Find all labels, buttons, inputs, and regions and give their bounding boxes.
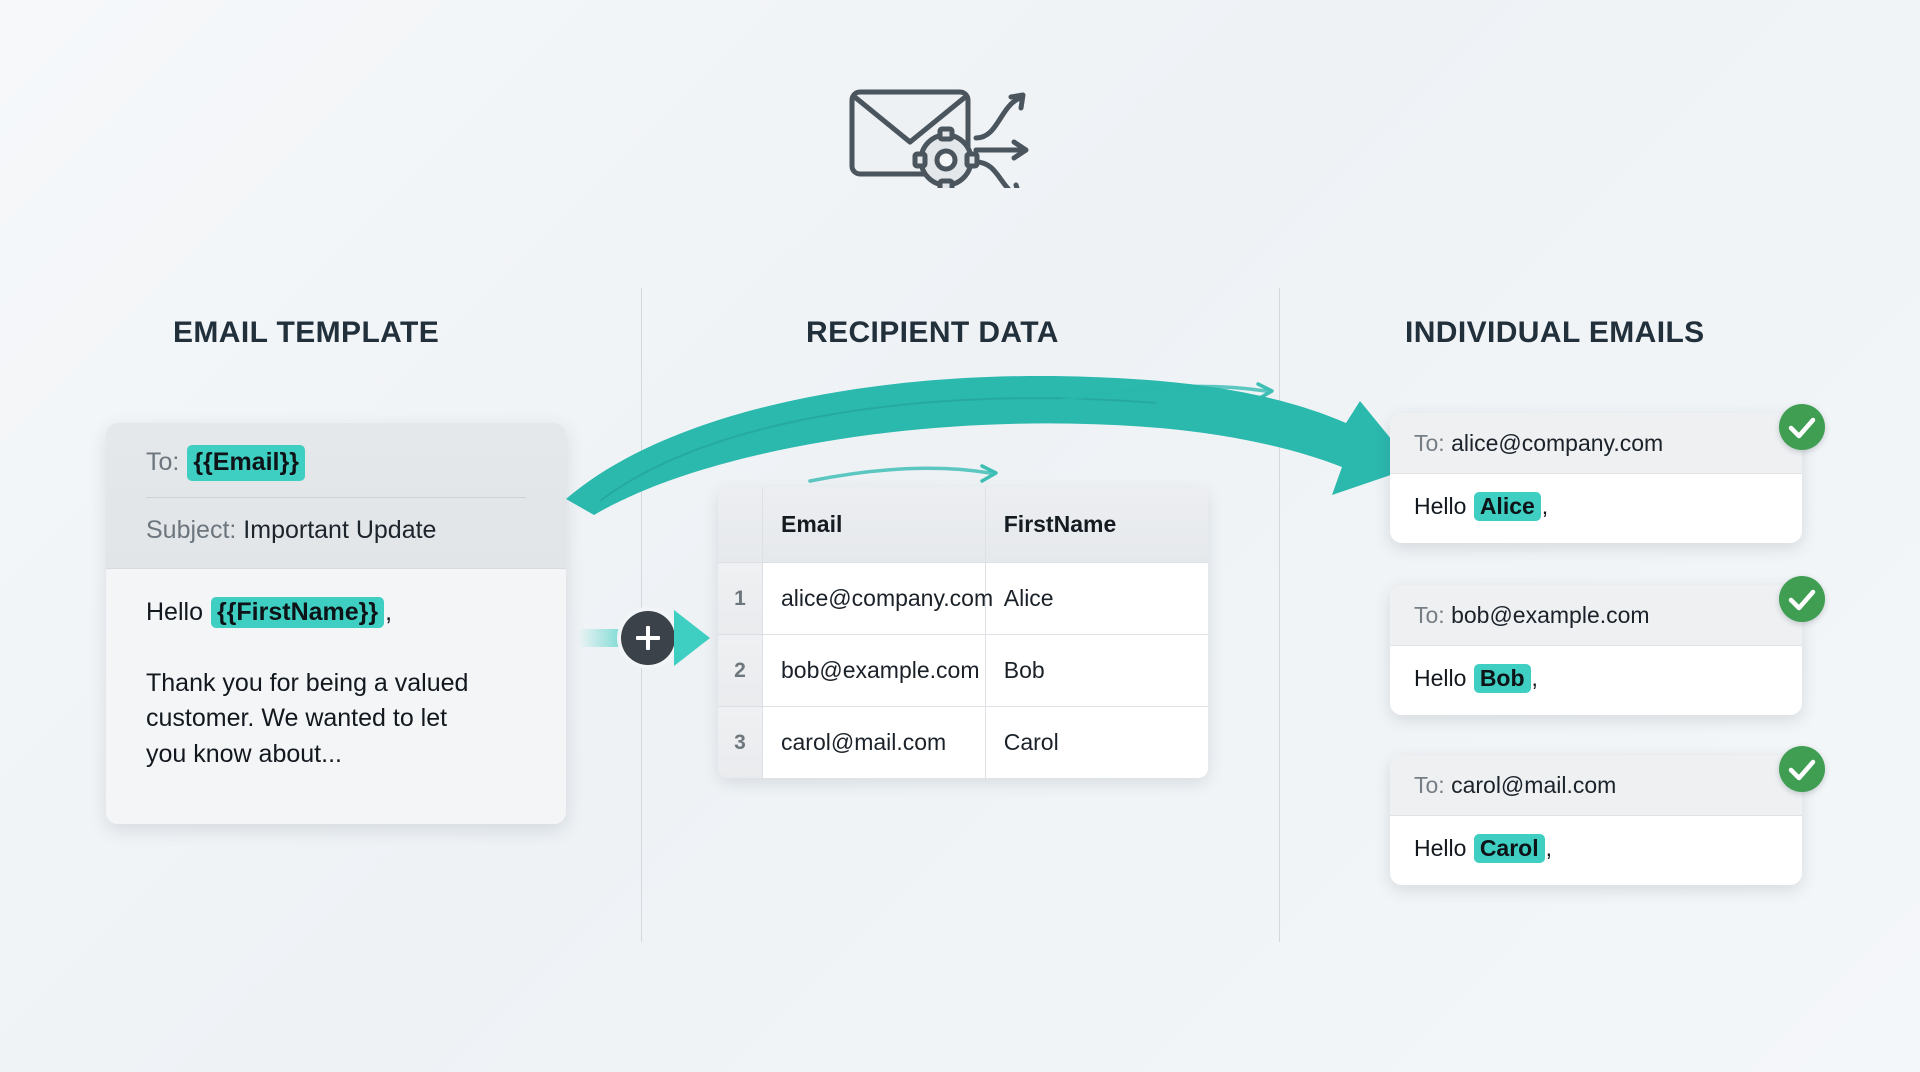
sent-check-icon [1779, 746, 1825, 792]
connector-arrow-icon [674, 610, 710, 666]
output-card-body: Hello Alice, [1390, 474, 1802, 543]
table-header-rownum [718, 487, 763, 563]
output-card-header: To: carol@mail.com [1390, 755, 1802, 816]
template-body-text: Thank you for being a valued customer. W… [146, 668, 469, 768]
merge-flow-arrow-icon [560, 355, 1420, 515]
table-header-row: Email FirstName [718, 487, 1208, 563]
email-template-card[interactable]: To: {{Email}} Subject: Important Update … [106, 423, 566, 824]
sent-check-icon [1779, 404, 1825, 450]
output-card-header: To: alice@company.com [1390, 413, 1802, 474]
output-to-label: To: [1414, 602, 1445, 628]
template-greeting-suffix: , [385, 597, 393, 626]
output-greeting-prefix: Hello [1414, 835, 1467, 861]
cell-email: carol@mail.com [762, 706, 986, 778]
template-to-row: To: {{Email}} [146, 445, 526, 481]
output-greeting-prefix: Hello [1414, 665, 1467, 691]
output-to-value: carol@mail.com [1451, 772, 1617, 798]
template-email-token: {{Email}} [187, 445, 305, 481]
envelope-gear-arrows-icon [848, 78, 1072, 201]
output-email-card[interactable]: To: carol@mail.com Hello Carol, [1390, 755, 1802, 885]
output-email-card[interactable]: To: bob@example.com Hello Bob, [1390, 585, 1802, 715]
output-email-card[interactable]: To: alice@company.com Hello Alice, [1390, 413, 1802, 543]
template-to-label: To: [146, 448, 180, 476]
output-to-label: To: [1414, 430, 1445, 456]
recipient-data-table[interactable]: Email FirstName 1 alice@company.com Alic… [718, 487, 1208, 778]
table-header-email: Email [762, 487, 986, 563]
template-greeting-prefix: Hello [146, 597, 203, 626]
output-to-value: bob@example.com [1451, 602, 1650, 628]
output-merged-name: Alice [1473, 492, 1541, 521]
row-number: 2 [718, 634, 763, 707]
output-to-value: alice@company.com [1451, 430, 1664, 456]
row-number: 3 [718, 706, 763, 778]
section-title-recipient-data: RECIPIENT DATA [806, 316, 1059, 349]
row-number: 1 [718, 562, 763, 635]
column-divider-right [1279, 288, 1280, 942]
output-greeting-suffix: , [1545, 835, 1552, 861]
section-title-email-template: EMAIL TEMPLATE [173, 316, 440, 349]
output-merged-name: Carol [1473, 834, 1545, 863]
section-title-individual-emails: INDIVIDUAL EMAILS [1405, 316, 1705, 349]
cell-email: bob@example.com [762, 634, 986, 707]
cell-firstname: Bob [984, 634, 1208, 707]
output-card-body: Hello Bob, [1390, 646, 1802, 715]
output-merged-name: Bob [1473, 664, 1531, 693]
output-card-header: To: bob@example.com [1390, 585, 1802, 646]
output-to-label: To: [1414, 772, 1445, 798]
template-subject-row: Subject: Important Update [146, 514, 526, 548]
template-header-separator [146, 496, 526, 498]
merge-connector [578, 608, 710, 668]
cell-firstname: Carol [984, 706, 1208, 778]
template-firstname-token: {{FirstName}} [210, 596, 385, 628]
template-body: Hello {{FirstName}}, Thank you for being… [106, 567, 566, 824]
template-subject-label: Subject: [146, 515, 237, 544]
template-subject-value: Important Update [243, 515, 437, 544]
table-header-firstname: FirstName [984, 487, 1208, 563]
template-greeting: Hello {{FirstName}}, [146, 596, 526, 628]
output-greeting-suffix: , [1541, 493, 1549, 519]
template-header: To: {{Email}} Subject: Important Update [106, 423, 566, 568]
sent-check-icon [1779, 576, 1825, 622]
output-card-body: Hello Carol, [1390, 816, 1802, 885]
table-row[interactable]: 2 bob@example.com Bob [718, 634, 1208, 707]
output-greeting-prefix: Hello [1414, 493, 1467, 519]
table-row[interactable]: 3 carol@mail.com Carol [718, 706, 1208, 778]
table-row[interactable]: 1 alice@company.com Alice [718, 562, 1208, 635]
cell-firstname: Alice [984, 562, 1208, 635]
output-greeting-suffix: , [1531, 665, 1538, 691]
cell-email: alice@company.com [762, 562, 993, 635]
plus-merge-icon[interactable] [621, 611, 675, 665]
